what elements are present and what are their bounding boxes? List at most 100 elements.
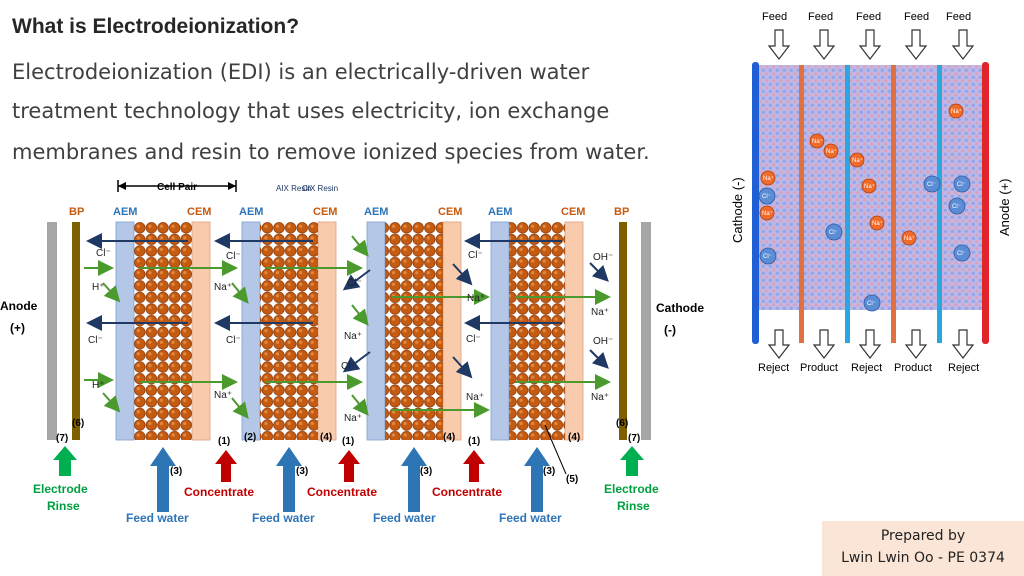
ion-label-na: Na⁺ xyxy=(214,282,232,293)
chloride-ions xyxy=(758,175,971,312)
aem-label-1: AEM xyxy=(113,206,137,218)
feed-label: Feed xyxy=(946,11,971,23)
feed-arrow xyxy=(858,29,882,60)
cl-ion-label: Cl⁻ xyxy=(763,254,772,260)
cem-label-3: CEM xyxy=(438,206,462,218)
electrode-rinse-label-left-1: Electrode xyxy=(33,482,88,496)
feed-arrow xyxy=(812,29,836,60)
callout-7-left: (7) xyxy=(56,433,68,444)
cathode-sign: (-) xyxy=(664,323,676,337)
aem-line-1 xyxy=(845,65,850,343)
electrode-rinse-label-right-2: Rinse xyxy=(617,499,650,513)
slide-title: What is Electrodeionization? xyxy=(12,15,300,38)
reject-label: Reject xyxy=(948,362,979,374)
concentrate-label: Concentrate xyxy=(184,485,254,499)
ion-label-oh: OH⁻ xyxy=(593,336,613,347)
resin-bed-2 xyxy=(260,222,318,440)
cem-label-2: CEM xyxy=(313,206,337,218)
callout-7-right: (7) xyxy=(628,433,640,444)
feed-water-arrow xyxy=(401,447,427,512)
reject-arrow xyxy=(951,329,975,359)
cathode-label: Cathode xyxy=(656,301,704,315)
cl-ion-label: Cl⁻ xyxy=(762,194,771,200)
ion-label-na: Na⁺ xyxy=(344,413,362,424)
callout-5: (5) xyxy=(566,474,578,485)
ion-label-cl: Cl⁻ xyxy=(468,250,483,261)
na-ion-label: Na⁺ xyxy=(872,220,883,227)
callout-1: (1) xyxy=(468,436,480,447)
ion-label-na: Na⁺ xyxy=(591,307,609,318)
cix-resin-label: CIX Resin xyxy=(302,184,338,193)
aem-membrane-1 xyxy=(115,221,135,441)
credit-line-2: Lwin Lwin Oo - PE 0374 xyxy=(841,550,1005,566)
cem-membrane-3 xyxy=(442,221,462,441)
cem-membrane-1 xyxy=(191,221,211,441)
electrode-rinse-arrow-left xyxy=(53,446,77,476)
cem-label-4: CEM xyxy=(561,206,585,218)
ion-label-oh: OH⁻ xyxy=(593,252,613,263)
electrode-rinse-label-left-2: Rinse xyxy=(47,499,80,513)
cathode-electrode xyxy=(641,222,651,440)
product-arrow xyxy=(904,329,928,359)
cem-line-2 xyxy=(891,65,896,343)
body-text-line-3: membranes and resin to remove ionized sp… xyxy=(12,140,650,164)
cl-ion-label: Cl⁻ xyxy=(957,251,966,257)
callout-1: (1) xyxy=(218,436,230,447)
body-text-line-2: treatment technology that uses electrici… xyxy=(12,99,610,123)
cem-membrane-2 xyxy=(317,221,337,441)
anode-sign: (+) xyxy=(10,321,25,335)
feed-water-arrow xyxy=(150,447,176,512)
concentrate-arrow xyxy=(463,450,485,482)
resin-bed-3 xyxy=(385,222,443,440)
ion-label-na: Na⁺ xyxy=(344,331,362,342)
feed-water-arrow xyxy=(276,447,302,512)
electrode-rinse-label-right-1: Electrode xyxy=(604,482,659,496)
ion-label-na: Na⁺ xyxy=(466,392,484,403)
callout-4: (4) xyxy=(320,432,332,443)
edi-stack-diagram: Cell Pair AIX Resin CIX Resin BP BP AEM … xyxy=(0,180,704,525)
aem-membrane-2 xyxy=(241,221,261,441)
na-ion-label: Na⁺ xyxy=(864,183,875,190)
cell-pair-label: Cell Pair xyxy=(157,182,197,193)
electrode-rinse-arrow-right xyxy=(620,446,644,476)
ion-label-cl: Cl⁻ xyxy=(341,361,356,372)
na-ion-label: Na⁺ xyxy=(826,148,837,155)
ion-label-cl: Cl⁻ xyxy=(88,335,103,346)
callout-4: (4) xyxy=(568,432,580,443)
cl-ion-label: Cl⁻ xyxy=(829,230,838,236)
feed-label: Feed xyxy=(762,11,787,23)
concentrate-arrow xyxy=(338,450,360,482)
cl-ion-label: Cl⁻ xyxy=(927,182,936,188)
feed-water-arrow xyxy=(524,447,550,512)
feed-label: Feed xyxy=(856,11,881,23)
callout-6-left: (6) xyxy=(72,418,84,429)
product-label: Product xyxy=(894,362,932,374)
cl-ion-label: Cl⁻ xyxy=(957,182,966,188)
reject-arrow xyxy=(858,329,882,359)
credit-line-1: Prepared by xyxy=(880,528,966,544)
bipolar-plate-left xyxy=(72,222,80,440)
callout-4: (4) xyxy=(443,432,455,443)
ion-label-na: Na⁺ xyxy=(467,293,485,304)
na-ion-label: Na⁺ xyxy=(812,138,823,145)
callout-3: (3) xyxy=(543,466,555,477)
aix-resin-label: AIX Resin xyxy=(276,184,312,193)
na-ion-label: Na⁺ xyxy=(904,235,915,242)
edi-cathode-bar xyxy=(752,62,759,344)
feed-water-label: Feed water xyxy=(499,511,562,525)
callout-3: (3) xyxy=(420,466,432,477)
aem-label-4: AEM xyxy=(488,206,512,218)
feed-label: Feed xyxy=(904,11,929,23)
na-ion-label: Na⁺ xyxy=(763,175,774,182)
anode-label: Anode xyxy=(0,299,38,313)
cl-ion-label: Cl⁻ xyxy=(867,301,876,307)
callout-3: (3) xyxy=(296,466,308,477)
edi-anode-bar xyxy=(982,62,989,344)
bp-label-right: BP xyxy=(614,206,629,218)
feed-water-label: Feed water xyxy=(126,511,189,525)
product-arrow xyxy=(812,329,836,359)
ion-label-na: Na⁺ xyxy=(591,392,609,403)
na-ion-label: Na⁺ xyxy=(762,210,773,217)
cem-membrane-4 xyxy=(564,221,584,441)
aem-label-2: AEM xyxy=(239,206,263,218)
